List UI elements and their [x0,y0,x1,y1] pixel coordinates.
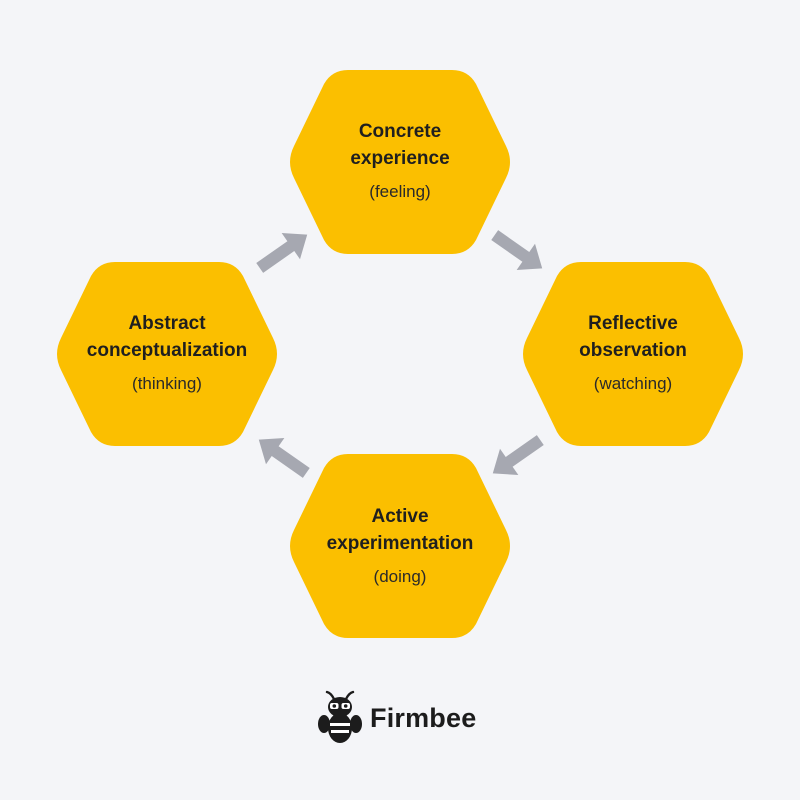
arrow-conceptualization-to-experience [250,221,317,282]
arrow-experience-to-observation [485,221,552,282]
node-concrete-experience: Concrete experience (feeling) [300,118,500,202]
node-reflective-observation: Reflective observation (watching) [533,310,733,394]
node-title: Reflective observation [579,313,687,361]
node-title: Active experimentation [326,506,474,554]
brand-logo: Firmbee [318,690,476,746]
bee-mascot-icon [318,690,362,743]
node-abstract-conceptualization: Abstract conceptualization (thinking) [67,310,267,394]
node-subtitle: (thinking) [132,374,202,393]
node-subtitle: (doing) [373,567,427,586]
arrow-observation-to-experimentation [483,426,550,487]
brand-name: Firmbee [370,702,477,733]
arrow-experimentation-to-conceptualization [249,426,316,487]
node-title: Concrete experience [350,121,450,169]
node-subtitle: (feeling) [369,182,431,201]
node-active-experimentation: Active experimentation (doing) [300,503,500,587]
node-subtitle: (watching) [593,374,673,393]
node-title: Abstract conceptualization [86,313,248,361]
